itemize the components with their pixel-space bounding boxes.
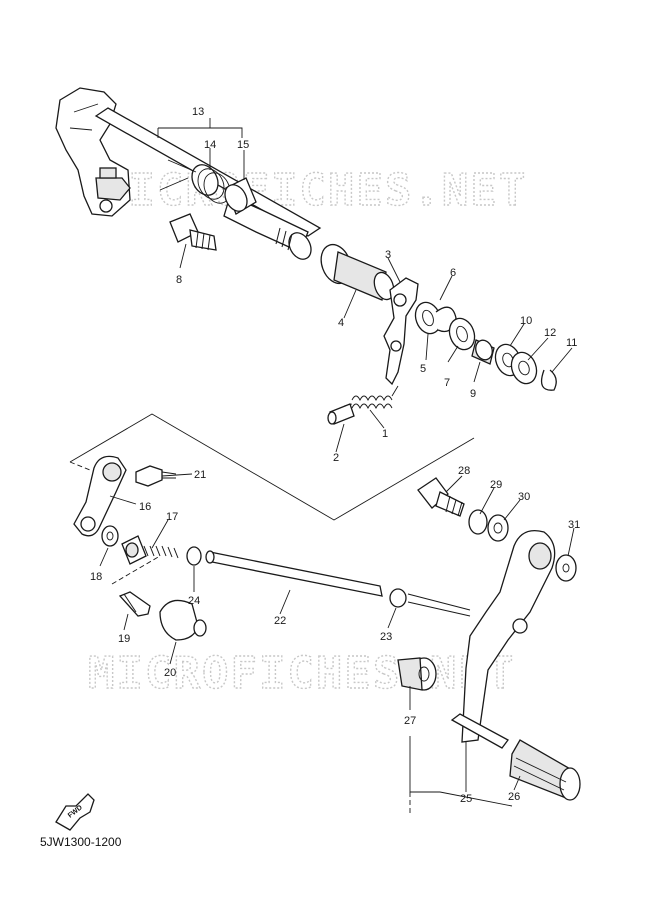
- washer-30: [487, 514, 509, 542]
- shift-arm-16: [73, 455, 127, 537]
- callout-8: 8: [176, 274, 182, 286]
- watermark-bottom: MICROFICHES.NET: [88, 648, 515, 699]
- callout-11: 11: [566, 337, 577, 349]
- callout-bracket-13: [157, 118, 243, 138]
- bolt-19: [118, 591, 151, 617]
- callout-15: 15: [237, 139, 249, 151]
- washers-10-11-12: [494, 343, 557, 391]
- callout-13: 13: [192, 106, 204, 118]
- callout-19: 19: [118, 633, 130, 645]
- callout-6: 6: [450, 267, 456, 279]
- callout-22: 22: [274, 615, 286, 627]
- callout-23: 23: [380, 631, 392, 643]
- callout-7: 7: [444, 377, 450, 389]
- callout-3: 3: [385, 249, 391, 261]
- callout-29: 29: [490, 479, 502, 491]
- callout-24: 24: [188, 595, 200, 607]
- nut-23: [389, 588, 407, 608]
- shift-lever-3: [383, 277, 419, 386]
- shift-shaft-assembly: [55, 87, 322, 260]
- washers-5-6-7: [414, 301, 476, 351]
- shift-pedal-25: [450, 529, 556, 749]
- callout-4: 4: [338, 317, 344, 329]
- callout-12: 12: [544, 327, 556, 339]
- assembly-frame: [69, 413, 475, 521]
- callout-30: 30: [518, 491, 530, 503]
- leader-lines-top: [179, 148, 573, 453]
- callout-1: 1: [382, 428, 388, 440]
- washer-18: [101, 525, 119, 547]
- torsion-spring: [159, 159, 231, 204]
- washer-29: [468, 509, 488, 535]
- callout-25: 25: [460, 793, 472, 805]
- callout-21: 21: [194, 469, 206, 481]
- pedal-rubber-26: [509, 739, 581, 801]
- callout-10: 10: [520, 315, 532, 327]
- callout-9: 9: [470, 388, 476, 400]
- diagram-code: 5JW1300-1200: [40, 835, 122, 849]
- shift-rod-22: [205, 550, 383, 597]
- callout-31: 31: [568, 519, 580, 531]
- callout-2: 2: [333, 452, 339, 464]
- callout-16: 16: [139, 501, 151, 513]
- collar-4: [320, 243, 395, 301]
- washer-31: [555, 554, 577, 582]
- boot-20: [159, 599, 207, 641]
- bearing-9: [471, 339, 495, 365]
- callout-27: 27: [404, 715, 416, 727]
- callout-17: 17: [166, 511, 178, 523]
- callout-numbers: 1 2 3 4 5 6 7 8 9 10 11 12 13 14 15 16 1…: [90, 106, 580, 805]
- callout-5: 5: [420, 363, 426, 375]
- callout-14: 14: [204, 139, 216, 151]
- nut-24: [186, 546, 202, 566]
- callout-20: 20: [164, 667, 176, 679]
- callout-28: 28: [458, 465, 470, 477]
- return-spring: [327, 385, 399, 425]
- rod-end-17: [121, 535, 179, 565]
- pivot-bolt-28: [417, 477, 465, 517]
- bolt-21: [135, 465, 177, 487]
- callout-18: 18: [90, 571, 102, 583]
- assembly-frame-dashed: [69, 461, 161, 585]
- fwd-arrow-icon: FWD: [55, 793, 95, 831]
- watermark-top: MICROFICHES.NET: [100, 165, 527, 216]
- leader-lines-bottom: [99, 473, 575, 665]
- callout-26: 26: [508, 791, 520, 803]
- collar-27: [397, 657, 437, 691]
- bolt-8: [169, 213, 217, 251]
